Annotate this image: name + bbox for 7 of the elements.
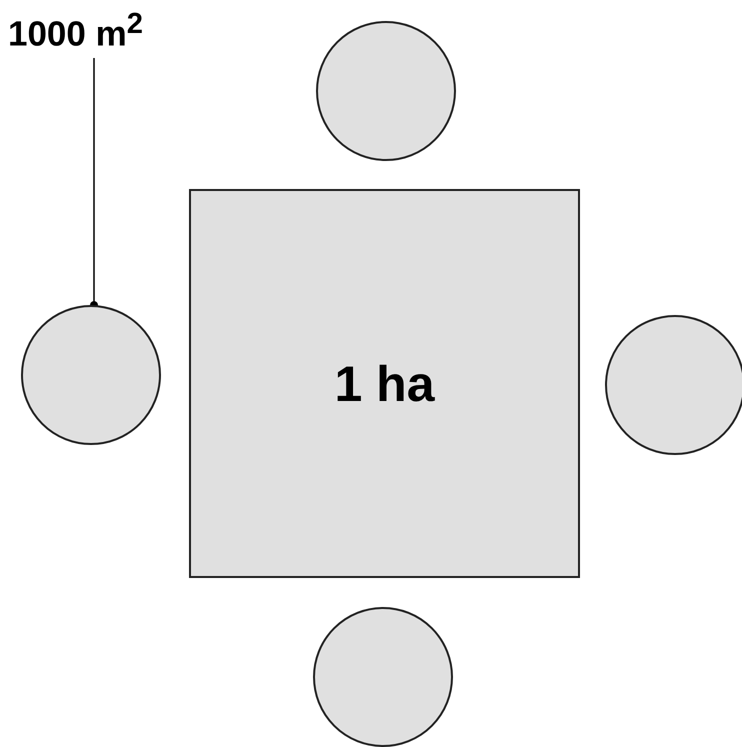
square-plot: [189, 189, 580, 578]
area-label: 1 ha: [334, 354, 435, 412]
circle-plot: [313, 607, 453, 747]
area-label: 1000 m$^{2}$: [8, 0, 168, 48]
circle-plot: [605, 315, 742, 455]
circle-plot: [21, 305, 161, 445]
circle-plot: [316, 21, 456, 161]
